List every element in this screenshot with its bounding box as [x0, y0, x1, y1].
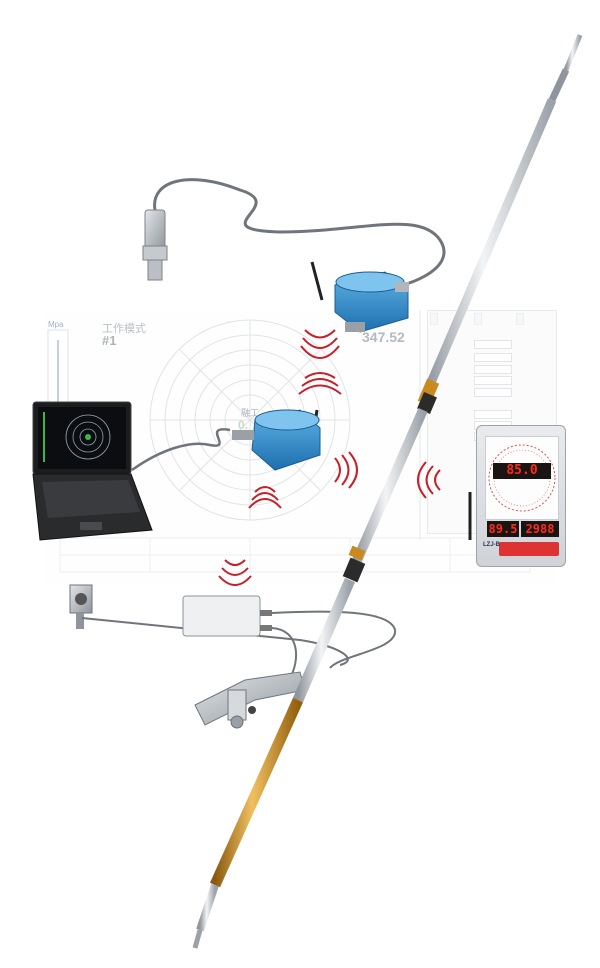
wireless-transmitter-icon	[310, 261, 409, 333]
background-reading-value: 347.52	[362, 329, 405, 345]
clamp-icon	[69, 584, 349, 666]
signal-wave-icon	[417, 461, 441, 499]
clamp-icon	[194, 671, 306, 729]
background-field	[474, 353, 512, 362]
laptop-icon	[32, 401, 153, 541]
display-button-strip	[499, 542, 559, 556]
background-field	[474, 340, 512, 349]
background-mode-label: 工作模式	[102, 323, 146, 335]
signal-wave-icon	[334, 451, 358, 489]
wireless-transmitter-icon	[131, 409, 321, 472]
signal-wave-icon	[298, 372, 342, 395]
display-right-readout: 2988	[521, 521, 559, 537]
signal-wave-icon	[300, 329, 340, 359]
signal-wave-icon	[248, 486, 282, 509]
background-mode-value: #1	[102, 333, 117, 348]
background-field	[474, 410, 512, 419]
background-field	[474, 365, 512, 374]
display-brand-label: LZJ-B	[483, 542, 500, 548]
background-panel-tab	[516, 313, 524, 325]
gauge-display-icon: 85.0 89.5 2988 LZJ-B	[476, 425, 566, 567]
background-field	[474, 388, 512, 397]
measuring-rod-icon	[192, 34, 583, 949]
background-center-label: 融工	[241, 408, 260, 418]
junction-box-icon	[182, 595, 396, 679]
background-panel-tab	[474, 313, 482, 325]
signal-wave-icon	[218, 559, 252, 586]
background-center-value: 0.	[238, 418, 249, 432]
display-top-readout: 85.0	[493, 463, 551, 479]
pressure-sensor-icon	[142, 178, 446, 290]
background-field	[474, 376, 512, 385]
display-left-readout: 89.5	[487, 521, 519, 537]
background-panel-tab	[430, 313, 438, 325]
background-axis-label: Mpa	[48, 320, 64, 329]
